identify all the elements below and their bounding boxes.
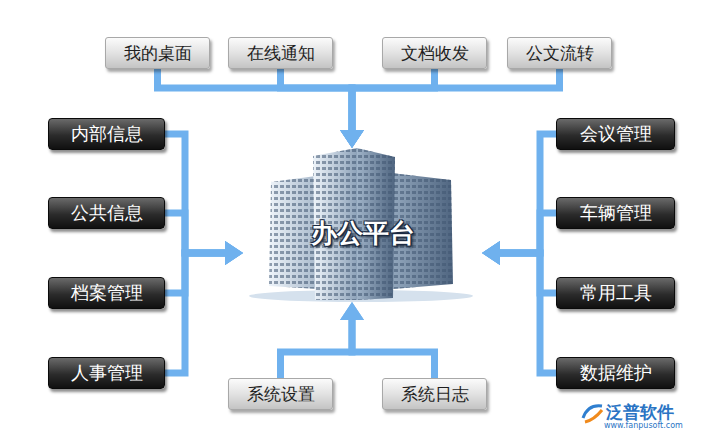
node-label: 会议管理	[580, 123, 652, 145]
flow-arrow	[352, 69, 435, 130]
module-button: 会议管理	[556, 118, 675, 150]
module-button: 文档收发	[382, 37, 487, 69]
watermark-url: www.fanpusoft.com	[604, 421, 683, 430]
node-label: 公共信息	[71, 202, 143, 224]
module-button: 在线通知	[228, 37, 333, 69]
node-label: 内部信息	[71, 123, 143, 145]
flow-arrow	[500, 253, 556, 293]
node-label: 档案管理	[71, 282, 143, 304]
node-label: 系统日志	[401, 384, 469, 404]
flow-arrow	[165, 253, 225, 293]
flow-arrow	[281, 320, 353, 378]
node-label: 文档收发	[401, 43, 469, 63]
node-label: 人事管理	[71, 362, 143, 384]
module-button: 公共信息	[48, 197, 165, 229]
node-label: 系统设置	[247, 384, 315, 404]
platform-node: 办公平台	[243, 148, 482, 302]
flow-arrow	[165, 134, 225, 253]
module-button: 人事管理	[48, 357, 165, 389]
module-button: 我的桌面	[105, 37, 210, 69]
node-label: 常用工具	[580, 282, 652, 304]
module-button: 系统设置	[228, 378, 333, 410]
flow-arrow	[352, 69, 560, 130]
flow-arrow	[158, 69, 353, 130]
flow-arrow	[352, 320, 435, 378]
flow-arrow	[500, 134, 556, 253]
module-button: 系统日志	[382, 378, 487, 410]
node-label: 车辆管理	[580, 202, 652, 224]
flow-arrow	[500, 213, 556, 253]
watermark-text: 泛普软件	[606, 401, 674, 424]
node-label: 数据维护	[580, 362, 652, 384]
node-label: 公文流转	[526, 43, 594, 63]
flow-arrow	[281, 69, 353, 130]
module-button: 档案管理	[48, 277, 165, 309]
module-button: 车辆管理	[556, 197, 675, 229]
module-button: 常用工具	[556, 277, 675, 309]
logo-swoosh	[585, 410, 602, 422]
flow-arrow	[165, 213, 225, 253]
flow-arrow	[165, 253, 225, 373]
node-label: 我的桌面	[124, 43, 192, 63]
node-label: 在线通知	[247, 43, 315, 63]
flow-arrow	[500, 253, 556, 373]
logo-icon	[580, 400, 606, 426]
module-button: 数据维护	[556, 357, 675, 389]
module-button: 内部信息	[48, 118, 165, 150]
node-label: 办公平台	[243, 218, 482, 249]
module-button: 公文流转	[507, 37, 612, 69]
